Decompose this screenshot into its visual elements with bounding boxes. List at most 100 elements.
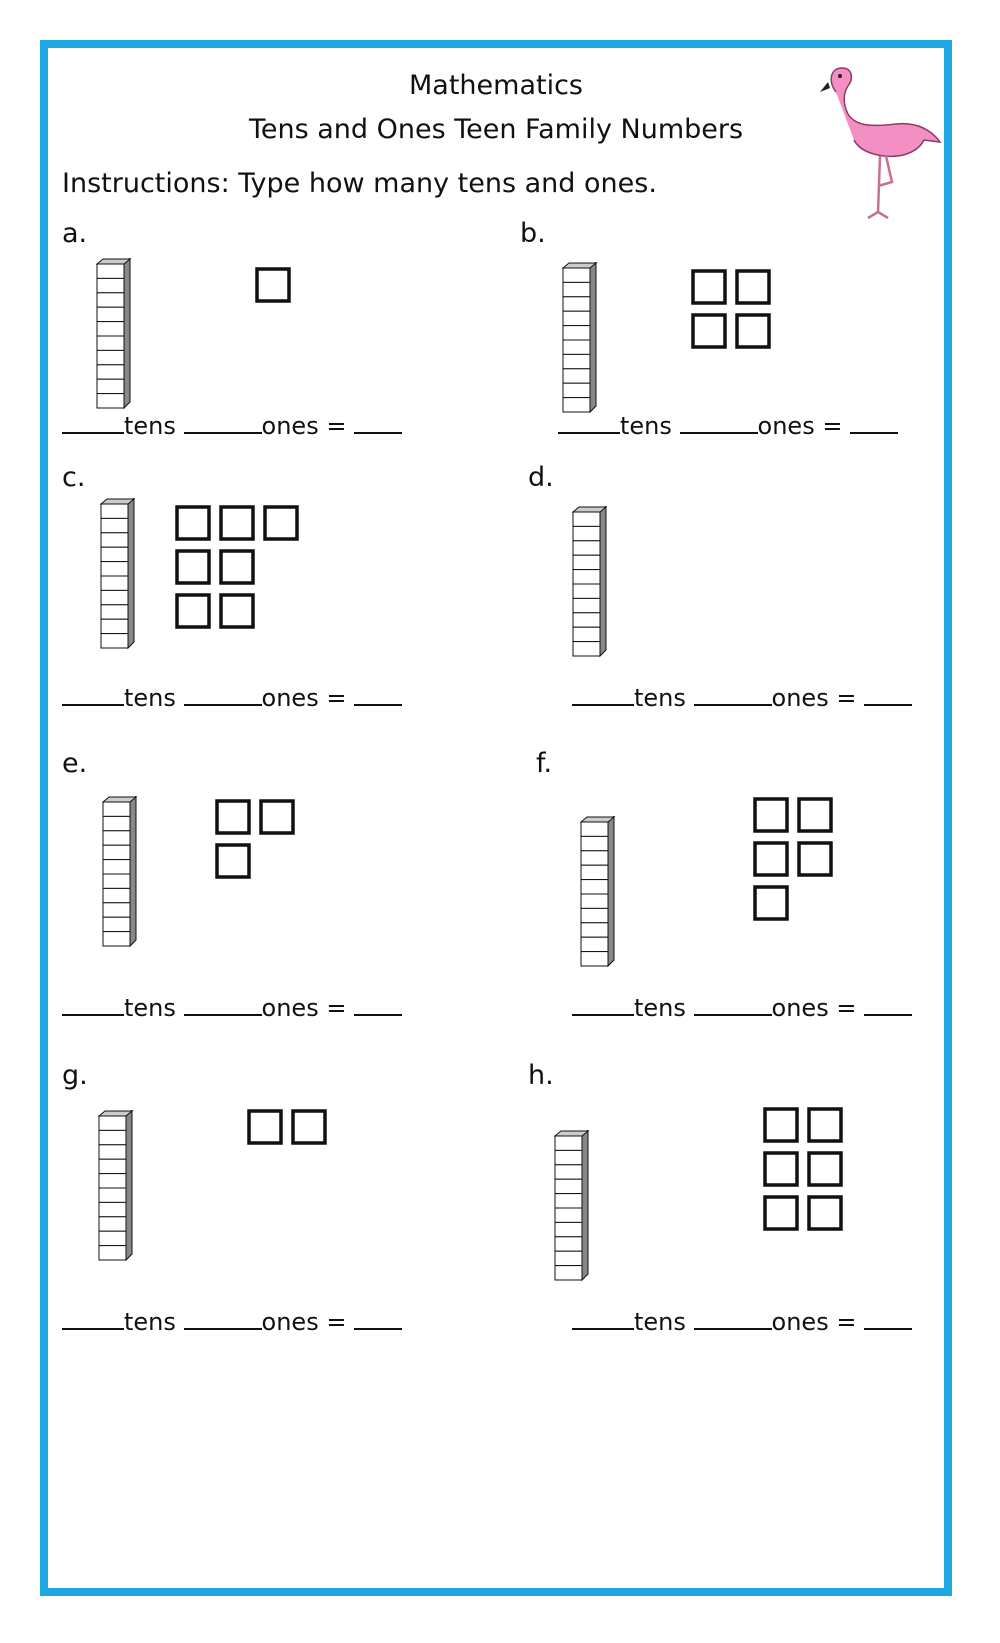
rod-cell: [96, 364, 125, 380]
tens-rod: [95, 256, 132, 410]
total-answer-input[interactable]: [850, 410, 899, 434]
rod-cell: [572, 554, 601, 571]
rod-cell: [100, 546, 129, 563]
answer-line: tens ones =: [62, 682, 403, 712]
one-cube: [215, 843, 251, 879]
ones-answer-input[interactable]: [183, 410, 262, 434]
tens-word: tens: [620, 412, 680, 440]
rod-cell: [572, 612, 601, 628]
total-answer-input[interactable]: [354, 1306, 403, 1330]
one-cube: [247, 1109, 283, 1145]
one-cube: [175, 549, 211, 585]
rod-cell: [102, 873, 131, 889]
one-cube: [763, 1107, 799, 1143]
ones-answer-input[interactable]: [183, 1306, 262, 1330]
rod-cell: [580, 907, 609, 924]
tens-answer-input[interactable]: [572, 992, 634, 1016]
rod-cell: [554, 1207, 583, 1223]
one-cube: [175, 593, 211, 629]
ones-answer-input[interactable]: [693, 682, 772, 706]
ones-answer-input[interactable]: [693, 992, 772, 1016]
total-answer-input[interactable]: [354, 410, 403, 434]
tens-block: [579, 814, 616, 972]
one-cube: [735, 313, 771, 349]
rod-cell: [572, 583, 601, 599]
ones-cubes: [753, 797, 833, 921]
rod-cell: [102, 801, 131, 817]
rod-cell: [96, 306, 125, 323]
answer-line: tens ones =: [62, 1306, 403, 1336]
ones-cubes: [763, 1107, 843, 1231]
tens-rod: [101, 794, 138, 948]
rod-cell: [98, 1216, 127, 1232]
rod-cell: [562, 281, 591, 298]
problem-label: h.: [528, 1060, 554, 1091]
tens-answer-input[interactable]: [558, 410, 620, 434]
tens-answer-input[interactable]: [62, 410, 124, 434]
tens-rod: [553, 1128, 590, 1282]
rod-cell: [98, 1245, 127, 1261]
one-cube: [753, 885, 789, 921]
ones-answer-input[interactable]: [183, 682, 262, 706]
answer-line: tens ones =: [62, 992, 403, 1022]
ones-answer-input[interactable]: [183, 992, 262, 1016]
rod-cell: [562, 353, 591, 370]
subject-title: Mathematics: [409, 70, 583, 101]
rod-cell: [562, 325, 591, 341]
one-cube: [797, 841, 833, 877]
tens-answer-input[interactable]: [62, 682, 124, 706]
one-cube: [215, 799, 251, 835]
rod-cell: [100, 517, 129, 534]
ones-block: [246, 1108, 338, 1160]
tens-block: [553, 1128, 590, 1286]
total-answer-input[interactable]: [864, 992, 913, 1016]
ones-block: [690, 268, 782, 364]
rod-cell: [96, 321, 125, 337]
rod-cell: [102, 830, 131, 846]
ones-cubes: [175, 505, 299, 629]
one-cube: [807, 1107, 843, 1143]
one-cube: [807, 1195, 843, 1231]
rod-cell: [554, 1265, 583, 1281]
tens-answer-input[interactable]: [572, 682, 634, 706]
ones-block: [752, 796, 844, 936]
ones-word: ones =: [771, 684, 865, 712]
rod-cell: [554, 1236, 583, 1252]
one-cube: [263, 505, 299, 541]
one-cube: [219, 505, 255, 541]
rod-cell: [572, 511, 601, 527]
rod-cell: [554, 1250, 583, 1267]
answer-line: tens ones =: [572, 682, 913, 712]
tens-answer-input[interactable]: [62, 992, 124, 1016]
ones-cubes: [247, 1109, 327, 1145]
problem-label: c.: [62, 462, 86, 493]
ones-answer-input[interactable]: [693, 1306, 772, 1330]
rod-cell: [96, 292, 125, 308]
total-answer-input[interactable]: [864, 1306, 913, 1330]
total-answer-input[interactable]: [354, 682, 403, 706]
rod-cell: [98, 1144, 127, 1160]
rod-cell: [562, 339, 591, 355]
one-cube: [219, 593, 255, 629]
tens-answer-input[interactable]: [572, 1306, 634, 1330]
ones-word: ones =: [261, 412, 355, 440]
ones-word: ones =: [757, 412, 851, 440]
rod-cell: [572, 626, 601, 643]
rod-cell: [580, 936, 609, 953]
ones-block: [214, 798, 306, 894]
ones-answer-input[interactable]: [679, 410, 758, 434]
problem-label: g.: [62, 1060, 88, 1091]
rod-cell: [554, 1149, 583, 1166]
rod-cell: [580, 922, 609, 938]
rod-cell: [98, 1230, 127, 1247]
one-cube: [175, 505, 211, 541]
answer-line: tens ones =: [572, 992, 913, 1022]
rod-cell: [580, 850, 609, 866]
total-answer-input[interactable]: [354, 992, 403, 1016]
one-cube: [735, 269, 771, 305]
rod-cell: [554, 1164, 583, 1180]
total-answer-input[interactable]: [864, 682, 913, 706]
rod-cell: [102, 916, 131, 933]
rod-cell: [100, 618, 129, 635]
tens-answer-input[interactable]: [62, 1306, 124, 1330]
